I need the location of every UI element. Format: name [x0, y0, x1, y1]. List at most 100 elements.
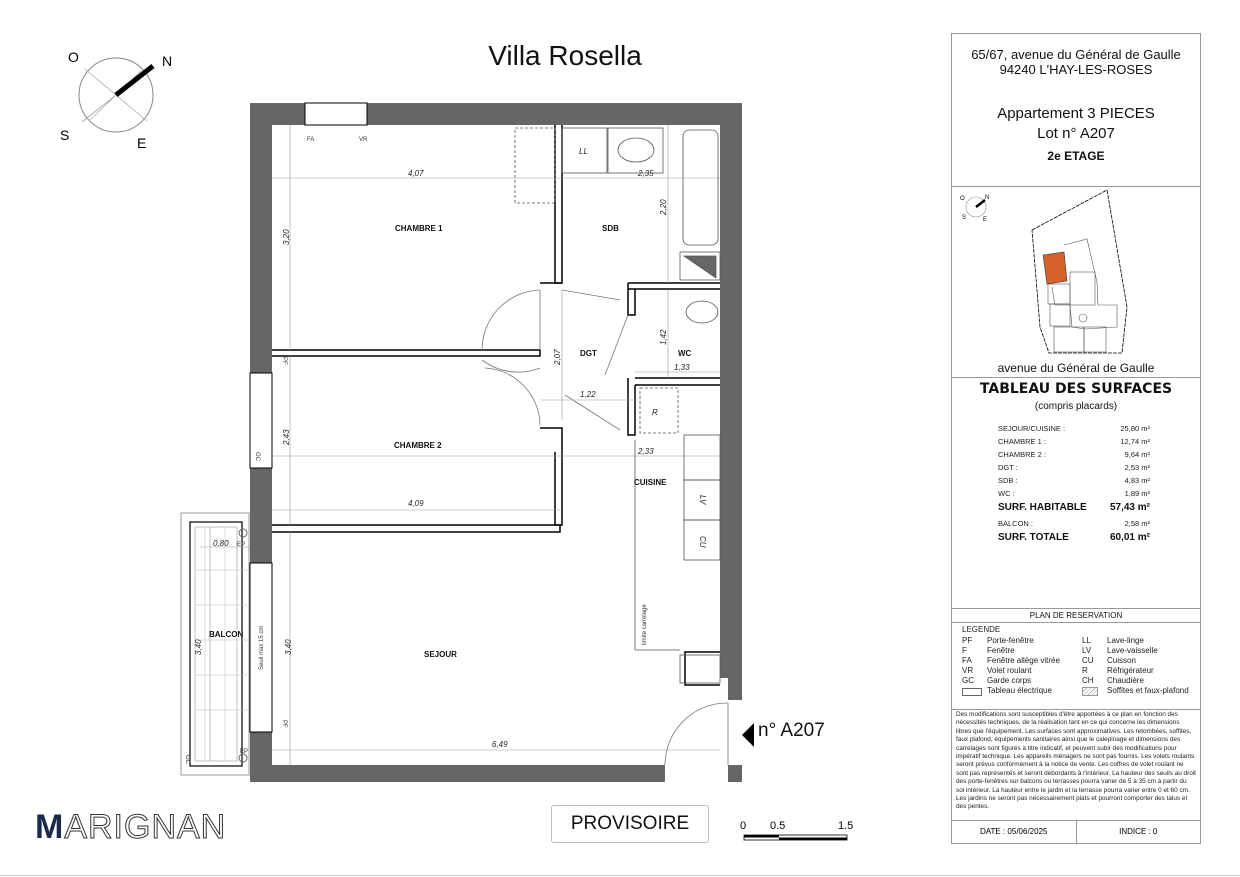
bathroom-fixtures [514, 127, 721, 684]
annotation-pf: PF [281, 720, 287, 728]
dim-text: 4,09 [408, 499, 424, 508]
marignan-logo: MARIGNAN [35, 808, 226, 847]
surfaces-subtitle: (compris placards) [1034, 401, 1118, 412]
dimension-lines [200, 125, 720, 765]
dim-text: 2,35 [637, 169, 654, 178]
dim-text: 6,49 [492, 740, 508, 749]
dim-text: 1,33 [674, 363, 690, 372]
annotation-gc: GC [254, 452, 260, 462]
exterior-walls [250, 103, 742, 782]
compass-icon: N O S E [60, 49, 172, 151]
interior-walls [272, 125, 720, 686]
compass-s: S [60, 127, 69, 143]
annotation-ep: EP [237, 542, 245, 548]
dim-text: 2,43 [282, 429, 291, 446]
compass-icon: O N S E [960, 195, 989, 223]
compass-e: E [137, 135, 146, 151]
svg-text:O: O [960, 196, 965, 202]
legend-title: LEGENDE [962, 625, 1001, 634]
annotation-fa: FA [307, 137, 314, 143]
annotation-vr: VR [359, 137, 368, 143]
electrical-panel-icon [962, 688, 982, 696]
label-ll: LL [579, 147, 588, 156]
svg-text:E: E [983, 217, 987, 223]
window-sejour [249, 562, 273, 733]
page-title: Villa Rosella [488, 40, 642, 71]
svg-text:S: S [962, 215, 966, 221]
room-chambre-2: CHAMBRE 2 [394, 441, 442, 450]
compass-n: N [162, 53, 172, 69]
annotation-ep: EP [240, 749, 248, 755]
floor-level: 2e ETAGE [1047, 149, 1105, 163]
apartment-highlight [1042, 251, 1068, 285]
room-cuisine: CUISINE [634, 478, 667, 487]
window-chambre1 [304, 102, 368, 126]
scale-label: 1.5 [838, 820, 853, 832]
annotation-gc: GC [184, 755, 190, 765]
scale-label: 0 [740, 820, 746, 832]
balcony [180, 512, 250, 776]
address-line: 94240 L'HAY-LES-ROSES [999, 62, 1153, 77]
address-line: 65/67, avenue du Général de Gaulle [971, 47, 1181, 62]
reservation-title: PLAN DE RESERVATION [1029, 611, 1123, 620]
footer: DATE : 05/06/2025 INDICE : 0 [952, 820, 1200, 843]
logo-mark: M [35, 808, 65, 846]
dim-text: 2,20 [659, 199, 668, 216]
surface-row: SEJOUR/CUISINE :25,80 m² [998, 424, 1150, 433]
annotation-pf: PF [281, 357, 287, 365]
apartment-info: Appartement 3 PIECES Lot n° A207 [952, 104, 1200, 144]
provisoire-stamp: PROVISOIRE [551, 805, 709, 843]
room-sdb: SDB [602, 224, 619, 233]
surface-row: BALCON :2,58 m² [998, 519, 1150, 528]
street-name: avenue du Général de Gaulle [997, 361, 1155, 375]
room-wc: WC [678, 349, 692, 358]
entrance-arrow-icon [742, 723, 754, 747]
annotation-limite-carrelage: limite carrelage [642, 604, 648, 645]
surface-row: CHAMBRE 2 :9,64 m² [998, 450, 1150, 459]
dim-text: 3,40 [284, 639, 293, 655]
site-plan: O N S E [960, 189, 1128, 354]
svg-text:N: N [985, 195, 989, 201]
surface-row: DGT :2,53 m² [998, 463, 1150, 472]
surfaces-title: TABLEAU DES SURFACES [979, 381, 1173, 397]
window-chambre2 [249, 372, 273, 469]
dim-text: 3,40 [194, 639, 203, 655]
dim-text: 3,20 [282, 229, 291, 245]
lot-number: Lot n° A207 [1037, 125, 1115, 142]
annotation-seuil: Seuil max 15 cm [259, 626, 265, 670]
dim-text: 2,07 [553, 349, 562, 366]
room-sejour: SEJOUR [424, 650, 457, 659]
compass-o: O [68, 49, 79, 65]
surface-row: WC :1,89 m² [998, 489, 1150, 498]
room-dgt: DGT [580, 349, 597, 358]
dim-text: 1,42 [659, 329, 668, 345]
info-panel: 65/67, avenue du Général de Gaulle 94240… [951, 33, 1201, 844]
label-cu: CU [698, 536, 707, 548]
room-chambre-1: CHAMBRE 1 [395, 224, 443, 233]
disclaimer: Des modifications sont susceptibles d'êt… [956, 711, 1196, 811]
surface-row: SDB :4,83 m² [998, 476, 1150, 485]
apartment-type: Appartement 3 PIECES [997, 105, 1155, 122]
floor-plan: N O S E [60, 49, 853, 841]
scale-bar: 0 0.5 1.5 [740, 820, 853, 841]
date: DATE : 05/06/2025 [952, 820, 1077, 843]
address: 65/67, avenue du Général de Gaulle 94240… [952, 47, 1200, 77]
indice: INDICE : 0 [1119, 827, 1158, 836]
dim-text: 2,33 [637, 447, 654, 456]
room-balcon: BALCON [209, 630, 243, 639]
lot-marker: n° A207 [758, 720, 825, 741]
dim-text: 4,07 [408, 169, 424, 178]
soffit-hatch-icon [1082, 687, 1098, 696]
logo-text: ARIGNAN [64, 808, 227, 847]
label-lv: LV [698, 495, 707, 505]
dim-text: 1,22 [580, 390, 596, 399]
dim-text: 0,80 [213, 539, 229, 548]
doors [481, 289, 729, 766]
surface-row: CHAMBRE 1 :12,74 m² [998, 437, 1150, 446]
label-r: R [652, 408, 658, 417]
scale-label: 0.5 [770, 820, 785, 832]
